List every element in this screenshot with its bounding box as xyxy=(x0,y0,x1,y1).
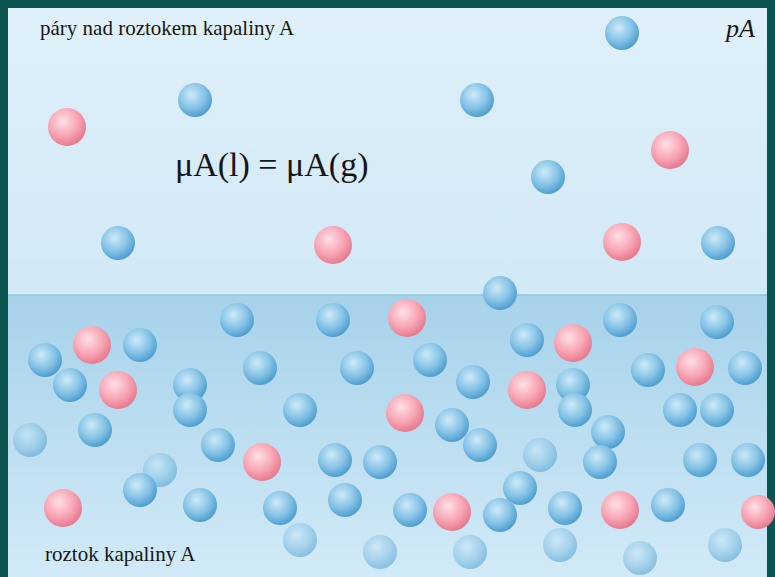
molecule-a xyxy=(435,408,469,442)
molecule-a xyxy=(363,445,397,479)
molecule-a xyxy=(483,276,517,310)
molecule-a xyxy=(483,498,517,532)
molecule-a xyxy=(363,535,397,569)
molecule-a xyxy=(413,343,447,377)
region-label: roztok kapaliny A xyxy=(45,542,195,567)
molecule-a xyxy=(543,528,577,562)
molecule-a xyxy=(178,83,212,117)
surface-line xyxy=(8,294,767,296)
molecule-a xyxy=(663,393,697,427)
molecule-a xyxy=(591,415,625,449)
molecule-a xyxy=(460,83,494,117)
molecule-a xyxy=(220,303,254,337)
molecule-a xyxy=(605,16,639,50)
molecule-a xyxy=(328,483,362,517)
molecule-b xyxy=(508,371,546,409)
molecule-a xyxy=(283,523,317,557)
molecule-a xyxy=(700,393,734,427)
pressure-symbol: pA xyxy=(726,14,755,44)
molecule-a xyxy=(456,365,490,399)
molecule-a xyxy=(523,438,557,472)
molecule-a xyxy=(318,443,352,477)
molecule-b xyxy=(243,443,281,481)
molecule-b xyxy=(603,223,641,261)
molecule-a xyxy=(701,226,735,260)
molecule-a xyxy=(631,353,665,387)
liquid-band: roztok kapaliny A xyxy=(8,295,767,577)
vapor-band xyxy=(8,8,767,295)
molecule-b xyxy=(314,226,352,264)
molecule-b xyxy=(741,495,775,529)
molecule-a xyxy=(53,368,87,402)
molecule-b xyxy=(48,108,86,146)
molecule-a xyxy=(623,541,657,575)
molecule-a xyxy=(603,303,637,337)
molecule-a xyxy=(510,323,544,357)
vapor-band: páry nad roztokem kapaliny A pA μA(l) = μA… xyxy=(8,8,767,295)
molecule-a xyxy=(101,226,135,260)
molecule-b xyxy=(99,371,137,409)
molecule-a xyxy=(731,443,765,477)
molecule-a xyxy=(651,488,685,522)
molecule-a xyxy=(123,328,157,362)
molecule-b xyxy=(388,299,426,337)
liquid-band xyxy=(8,295,767,577)
molecule-b xyxy=(44,489,82,527)
molecule-a xyxy=(243,351,277,385)
molecule-b xyxy=(386,394,424,432)
molecule-a xyxy=(548,491,582,525)
molecule-a xyxy=(583,445,617,479)
region-label: páry nad roztokem kapaliny A xyxy=(40,16,294,41)
molecule-a xyxy=(183,488,217,522)
molecule-a xyxy=(531,160,565,194)
molecule-b xyxy=(651,131,689,169)
molecule-a xyxy=(173,393,207,427)
molecule-a xyxy=(13,423,47,457)
molecule-a xyxy=(316,303,350,337)
molecule-a xyxy=(463,428,497,462)
molecule-a xyxy=(340,351,374,385)
molecule-a xyxy=(453,535,487,569)
molecule-b xyxy=(554,324,592,362)
molecule-a xyxy=(28,343,62,377)
molecule-a xyxy=(700,305,734,339)
molecule-a xyxy=(393,493,427,527)
molecule-b xyxy=(601,491,639,529)
molecule-a xyxy=(728,351,762,385)
equilibrium-equation: μA(l) = μA(g) xyxy=(175,146,368,184)
molecule-a xyxy=(283,393,317,427)
molecule-a xyxy=(503,471,537,505)
molecule-a xyxy=(201,428,235,462)
molecule-b xyxy=(73,326,111,364)
molecule-a xyxy=(78,413,112,447)
molecule-b xyxy=(433,493,471,531)
molecule-a xyxy=(558,393,592,427)
molecule-a xyxy=(263,491,297,525)
molecule-a xyxy=(123,473,157,507)
molecule-b xyxy=(676,348,714,386)
molecule-a xyxy=(708,528,742,562)
back-molecules xyxy=(13,423,742,575)
molecule-a xyxy=(683,443,717,477)
